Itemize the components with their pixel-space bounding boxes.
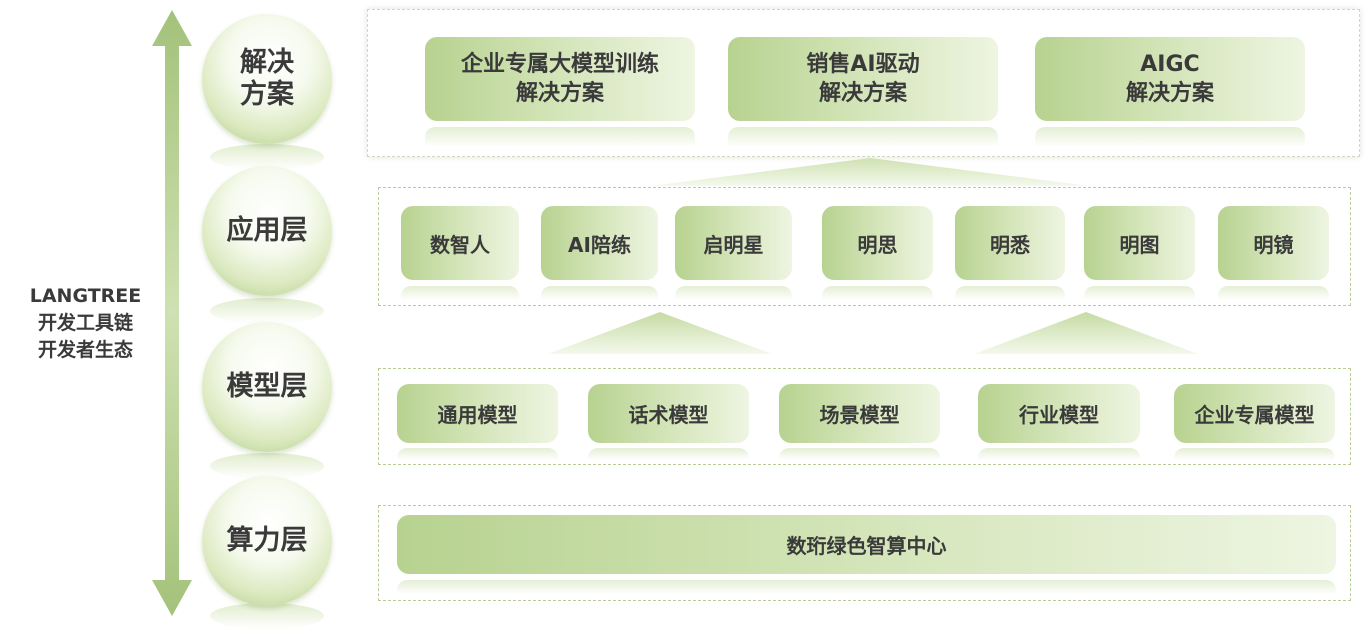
side-label-line: 开发者生态 <box>37 339 133 361</box>
model-card: 企业专属模型 <box>1174 384 1335 443</box>
app-label: 明思 <box>857 232 898 257</box>
card-line: 解决方案 <box>515 81 604 106</box>
app-card: 数智人 <box>401 206 519 280</box>
model-card: 通用模型 <box>397 384 558 443</box>
connector-triangle <box>974 312 1198 354</box>
app-card: AI陪练 <box>541 206 658 280</box>
model-label: 企业专属模型 <box>1194 403 1315 427</box>
app-label: 明镜 <box>1253 232 1294 257</box>
card-reflection <box>779 448 940 460</box>
connector-triangle <box>650 158 1090 186</box>
card-reflection <box>397 448 558 460</box>
layer-circle-model: 模型层 <box>202 322 332 452</box>
layer-name-line: 应用层 <box>226 215 308 246</box>
compute-card: 数珩绿色智算中心 <box>397 515 1336 574</box>
app-label: 启明星 <box>703 232 764 257</box>
side-label-line: 开发工具链 <box>37 312 133 334</box>
card-reflection <box>541 286 658 300</box>
model-label: 行业模型 <box>1019 403 1099 427</box>
circle-reflection <box>210 298 324 324</box>
langtree-side-label: LANGTREE 开发工具链 开发者生态 <box>18 283 153 364</box>
app-label: AI陪练 <box>568 232 631 257</box>
app-card: 明思 <box>822 206 933 280</box>
app-label: 明悉 <box>990 232 1030 257</box>
card-line: 解决方案 <box>1125 81 1214 106</box>
layer-name-line: 解决 <box>240 47 294 78</box>
card-reflection <box>1218 286 1329 300</box>
card-reflection <box>1035 127 1305 147</box>
card-reflection <box>955 286 1065 300</box>
app-card: 明镜 <box>1218 206 1329 280</box>
model-card: 话术模型 <box>588 384 749 443</box>
card-line: 销售AI驱动 <box>806 52 920 77</box>
card-reflection <box>588 448 749 460</box>
model-card: 场景模型 <box>779 384 940 443</box>
solution-card-enterprise-training: 企业专属大模型训练 解决方案 <box>425 37 695 121</box>
layer-circle-solutions: 解决 方案 <box>202 14 332 144</box>
card-reflection <box>822 286 933 300</box>
model-card: 行业模型 <box>978 384 1140 443</box>
compute-label: 数珩绿色智算中心 <box>786 534 947 558</box>
layer-name-line: 算力层 <box>226 525 308 556</box>
card-reflection <box>1174 448 1335 460</box>
app-card: 明悉 <box>955 206 1065 280</box>
card-reflection <box>1084 286 1195 300</box>
circle-reflection <box>210 453 324 479</box>
card-line: 解决方案 <box>818 81 907 106</box>
circle-reflection <box>210 603 324 629</box>
card-reflection <box>675 286 792 300</box>
solution-card-aigc: AIGC 解决方案 <box>1035 37 1305 121</box>
card-reflection <box>728 127 998 147</box>
app-card: 明图 <box>1084 206 1195 280</box>
card-reflection <box>397 580 1336 594</box>
layer-circle-compute: 算力层 <box>202 476 332 606</box>
model-label: 场景模型 <box>819 403 900 427</box>
model-label: 通用模型 <box>437 403 518 427</box>
layer-name-line: 模型层 <box>226 371 308 402</box>
solution-card-sales-ai: 销售AI驱动 解决方案 <box>728 37 998 121</box>
model-label: 话术模型 <box>628 403 709 427</box>
vertical-double-arrow <box>152 10 192 616</box>
side-label-line: LANGTREE <box>29 285 142 307</box>
circle-reflection <box>210 144 324 170</box>
card-line: AIGC <box>1140 52 1200 77</box>
layer-name-line: 方案 <box>240 79 294 110</box>
connector-triangle <box>548 312 772 354</box>
layer-circle-application: 应用层 <box>202 166 332 296</box>
app-card: 启明星 <box>675 206 792 280</box>
app-label: 数智人 <box>430 232 490 257</box>
app-label: 明图 <box>1119 232 1160 257</box>
card-reflection <box>425 127 695 147</box>
card-reflection <box>978 448 1140 460</box>
card-line: 企业专属大模型训练 <box>460 52 659 77</box>
card-reflection <box>401 286 519 300</box>
